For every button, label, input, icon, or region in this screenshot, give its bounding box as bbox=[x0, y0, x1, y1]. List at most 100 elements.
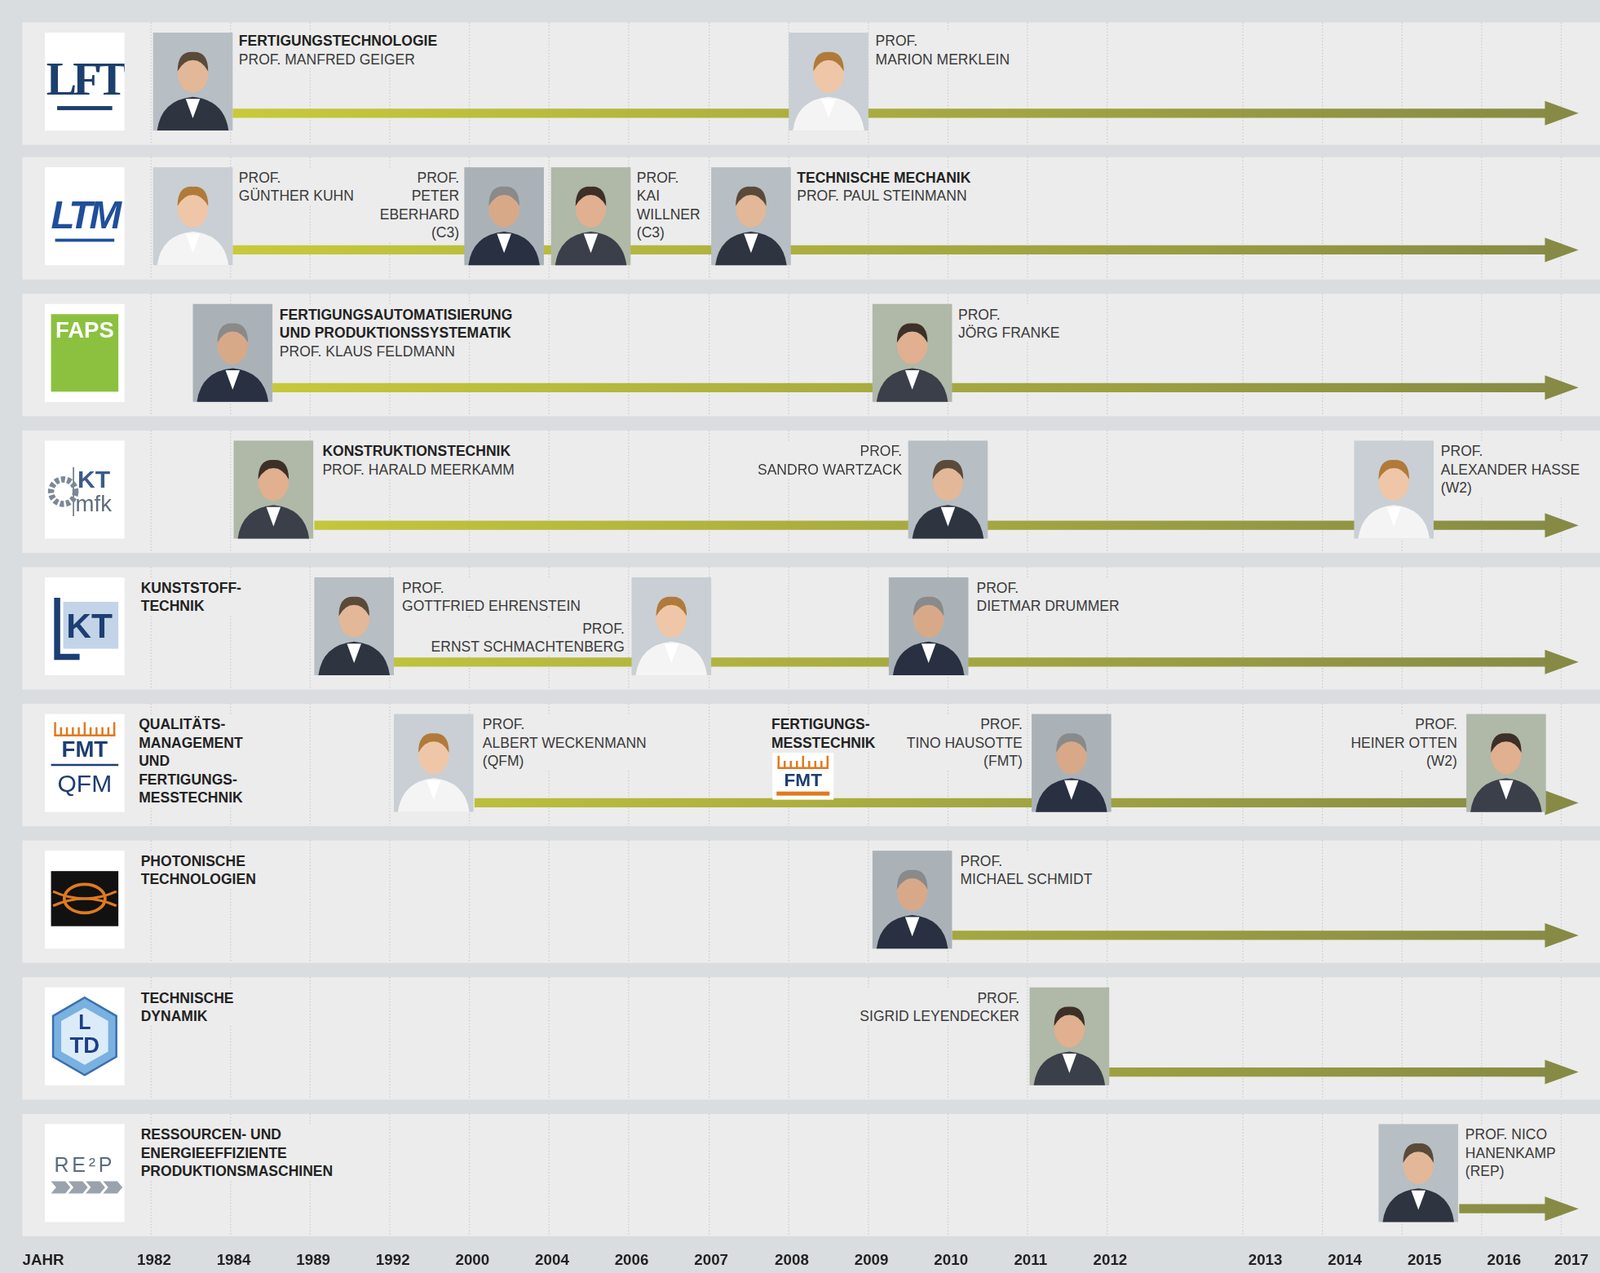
band-graphics bbox=[22, 293, 1600, 416]
institute-logo: FMT bbox=[772, 752, 834, 800]
portrait-collar bbox=[1411, 1190, 1427, 1211]
professor-name: PROF. GOTTFRIED EHRENSTEIN bbox=[401, 578, 582, 615]
year-grid-line bbox=[1241, 976, 1243, 1100]
portrait-body bbox=[1357, 504, 1430, 539]
portrait-collar bbox=[225, 370, 241, 390]
portrait-body bbox=[318, 641, 390, 676]
logo-lettering: QFM bbox=[44, 771, 125, 796]
logo-chevron bbox=[68, 1180, 89, 1194]
logo-lettering: RE²P bbox=[44, 1154, 125, 1176]
year-grid-line bbox=[788, 293, 790, 416]
year-grid-line bbox=[1106, 1113, 1108, 1237]
logo-underline bbox=[776, 791, 830, 796]
department-band: FERTIGUNGSAUTOMATISIERUNG UND PRODUKTION… bbox=[22, 293, 1600, 416]
year-grid-line bbox=[1560, 840, 1562, 964]
portrait-photo bbox=[464, 167, 544, 266]
year-label: 2014 bbox=[1314, 1250, 1376, 1269]
logo-ruler-tick bbox=[71, 727, 75, 736]
portrait-hair bbox=[913, 596, 945, 617]
year-grid-line bbox=[388, 703, 390, 827]
professor-name: PROF. JÖRG FRANKE bbox=[957, 304, 1061, 342]
logo-ruler-tick bbox=[802, 755, 805, 769]
logo-ruler-tick bbox=[777, 755, 780, 769]
portrait-hair bbox=[897, 870, 929, 890]
institute-logo: RE²P bbox=[44, 1123, 125, 1222]
timeline-arrow-head bbox=[1544, 790, 1578, 815]
portrait-collar bbox=[1062, 1053, 1078, 1074]
year-grid-line bbox=[1560, 293, 1562, 416]
portrait-body bbox=[238, 504, 310, 539]
year-grid-line bbox=[1241, 22, 1243, 146]
portrait-hair bbox=[1403, 1143, 1435, 1163]
professor-name: PROF. NICO HANENKAMP (REP) bbox=[1464, 1125, 1557, 1181]
year-grid-line bbox=[1480, 157, 1482, 280]
year-grid-line bbox=[1026, 22, 1028, 146]
institute-logo: KT bbox=[44, 577, 125, 676]
department-title: TECHNISCHE MECHANIK bbox=[795, 167, 973, 187]
logo-ruler-tick bbox=[66, 727, 69, 736]
portrait-body bbox=[397, 777, 470, 812]
portrait-photo bbox=[1378, 1123, 1459, 1222]
logo-lettering: KT bbox=[77, 467, 111, 492]
year-grid-line bbox=[1026, 430, 1028, 553]
year-grid-line bbox=[1106, 840, 1108, 964]
year-label: 2013 bbox=[1234, 1250, 1296, 1269]
year-label: 2000 bbox=[441, 1250, 504, 1269]
portrait-body bbox=[636, 641, 708, 676]
portrait-collar bbox=[921, 643, 937, 663]
professor-name: PROF. PAUL STEINMANN bbox=[795, 186, 968, 206]
year-grid-line bbox=[1401, 22, 1403, 146]
portrait-hair bbox=[258, 459, 290, 480]
year-grid-line bbox=[548, 1113, 550, 1237]
portrait-body bbox=[876, 914, 949, 949]
year-label: 2017 bbox=[1540, 1250, 1600, 1269]
year-grid-line bbox=[708, 840, 710, 964]
portrait-hair bbox=[813, 52, 845, 72]
portrait-body bbox=[196, 368, 269, 403]
year-grid-line bbox=[1480, 976, 1482, 1100]
logo-ruler-tick bbox=[795, 760, 799, 769]
timeline-arrow-head bbox=[1544, 1060, 1578, 1085]
department-title: TECHNISCHE DYNAMIK bbox=[139, 988, 235, 1026]
year-grid-line bbox=[1560, 157, 1562, 280]
portrait-photo bbox=[788, 32, 869, 131]
institute-logo: FMTQFM bbox=[44, 714, 125, 813]
department-title: FERTIGUNGS- MESSTECHNIK bbox=[770, 715, 877, 752]
portrait-hair bbox=[1054, 1006, 1086, 1026]
logo-chevron bbox=[102, 1180, 123, 1194]
year-grid-line bbox=[1401, 157, 1403, 280]
year-grid-line bbox=[548, 22, 550, 146]
year-grid-line bbox=[1321, 157, 1323, 280]
timeline-arrow-shaft bbox=[232, 108, 1547, 118]
year-grid-line bbox=[150, 22, 152, 146]
year-grid-line bbox=[1106, 293, 1108, 416]
logo-ruler-tick bbox=[113, 722, 116, 736]
year-label: 2006 bbox=[601, 1250, 663, 1269]
portrait-collar bbox=[496, 233, 512, 253]
year-grid-line bbox=[1026, 703, 1028, 827]
logo-chevron bbox=[85, 1180, 106, 1194]
year-grid-line bbox=[548, 157, 550, 280]
portrait-photo bbox=[888, 577, 969, 676]
professor-name: PROF. MARION MERKLEIN bbox=[874, 31, 1011, 69]
professor-name: PROF. MICHAEL SCHMIDT bbox=[959, 851, 1093, 889]
year-grid-line bbox=[708, 1113, 710, 1237]
portrait-photo bbox=[1031, 714, 1112, 813]
year-grid-line bbox=[388, 840, 390, 964]
logo-ruler-tick bbox=[60, 727, 63, 736]
logo-lettering: LFT bbox=[44, 57, 125, 103]
year-grid-line bbox=[867, 1113, 869, 1237]
timeline-arrow-shaft bbox=[1458, 1204, 1547, 1214]
year-grid-line bbox=[708, 293, 710, 416]
year-grid-line bbox=[548, 840, 550, 964]
year-grid-line bbox=[150, 293, 152, 416]
year-grid-line bbox=[1560, 976, 1562, 1100]
portrait-collar bbox=[185, 233, 201, 253]
portrait-photo bbox=[551, 167, 632, 266]
year-label: 1989 bbox=[282, 1250, 345, 1269]
year-grid-line bbox=[309, 976, 311, 1100]
portrait-photo bbox=[393, 714, 474, 813]
professor-name: PROF. SANDRO WARTZACK bbox=[756, 441, 904, 479]
professor-name: PROF. GÜNTHER KUHN bbox=[238, 167, 356, 205]
